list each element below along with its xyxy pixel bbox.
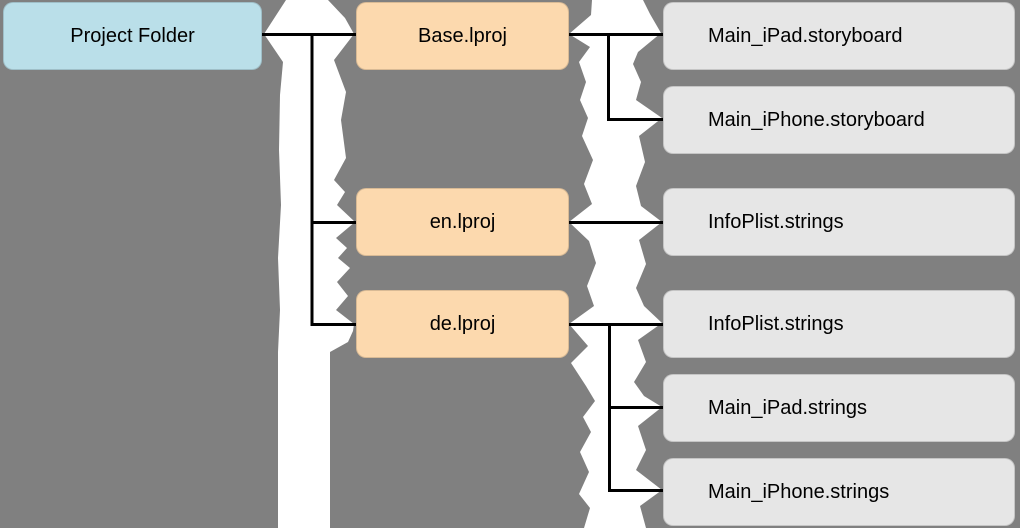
node-main-ipad-strings-label: Main_iPad.strings — [708, 396, 867, 419]
node-infoplist-strings-en: InfoPlist.strings — [663, 188, 1015, 256]
node-base-lproj-label: Base.lproj — [418, 24, 507, 47]
torn-edge-band-right — [569, 0, 662, 528]
node-main-ipad-storyboard: Main_iPad.storyboard — [663, 2, 1015, 70]
node-infoplist-strings-de-label: InfoPlist.strings — [708, 312, 844, 335]
node-main-ipad-strings: Main_iPad.strings — [663, 374, 1015, 442]
node-infoplist-strings-en-label: InfoPlist.strings — [708, 210, 844, 233]
node-main-ipad-storyboard-label: Main_iPad.storyboard — [708, 24, 903, 47]
node-en-lproj-label: en.lproj — [429, 210, 496, 233]
node-base-lproj: Base.lproj — [356, 2, 569, 70]
node-infoplist-strings-de: InfoPlist.strings — [663, 290, 1015, 358]
node-project-folder: Project Folder — [3, 2, 262, 70]
connector-lines — [260, 33, 664, 492]
node-de-lproj-label: de.lproj — [429, 312, 496, 335]
node-main-iphone-storyboard: Main_iPhone.storyboard — [663, 86, 1015, 154]
node-en-lproj: en.lproj — [356, 188, 569, 256]
node-de-lproj: de.lproj — [356, 290, 569, 358]
node-project-folder-label: Project Folder — [70, 24, 195, 47]
torn-edge-band-left — [264, 0, 355, 528]
node-main-iphone-strings: Main_iPhone.strings — [663, 458, 1015, 526]
node-main-iphone-storyboard-label: Main_iPhone.storyboard — [708, 108, 925, 131]
node-main-iphone-strings-label: Main_iPhone.strings — [708, 480, 890, 503]
